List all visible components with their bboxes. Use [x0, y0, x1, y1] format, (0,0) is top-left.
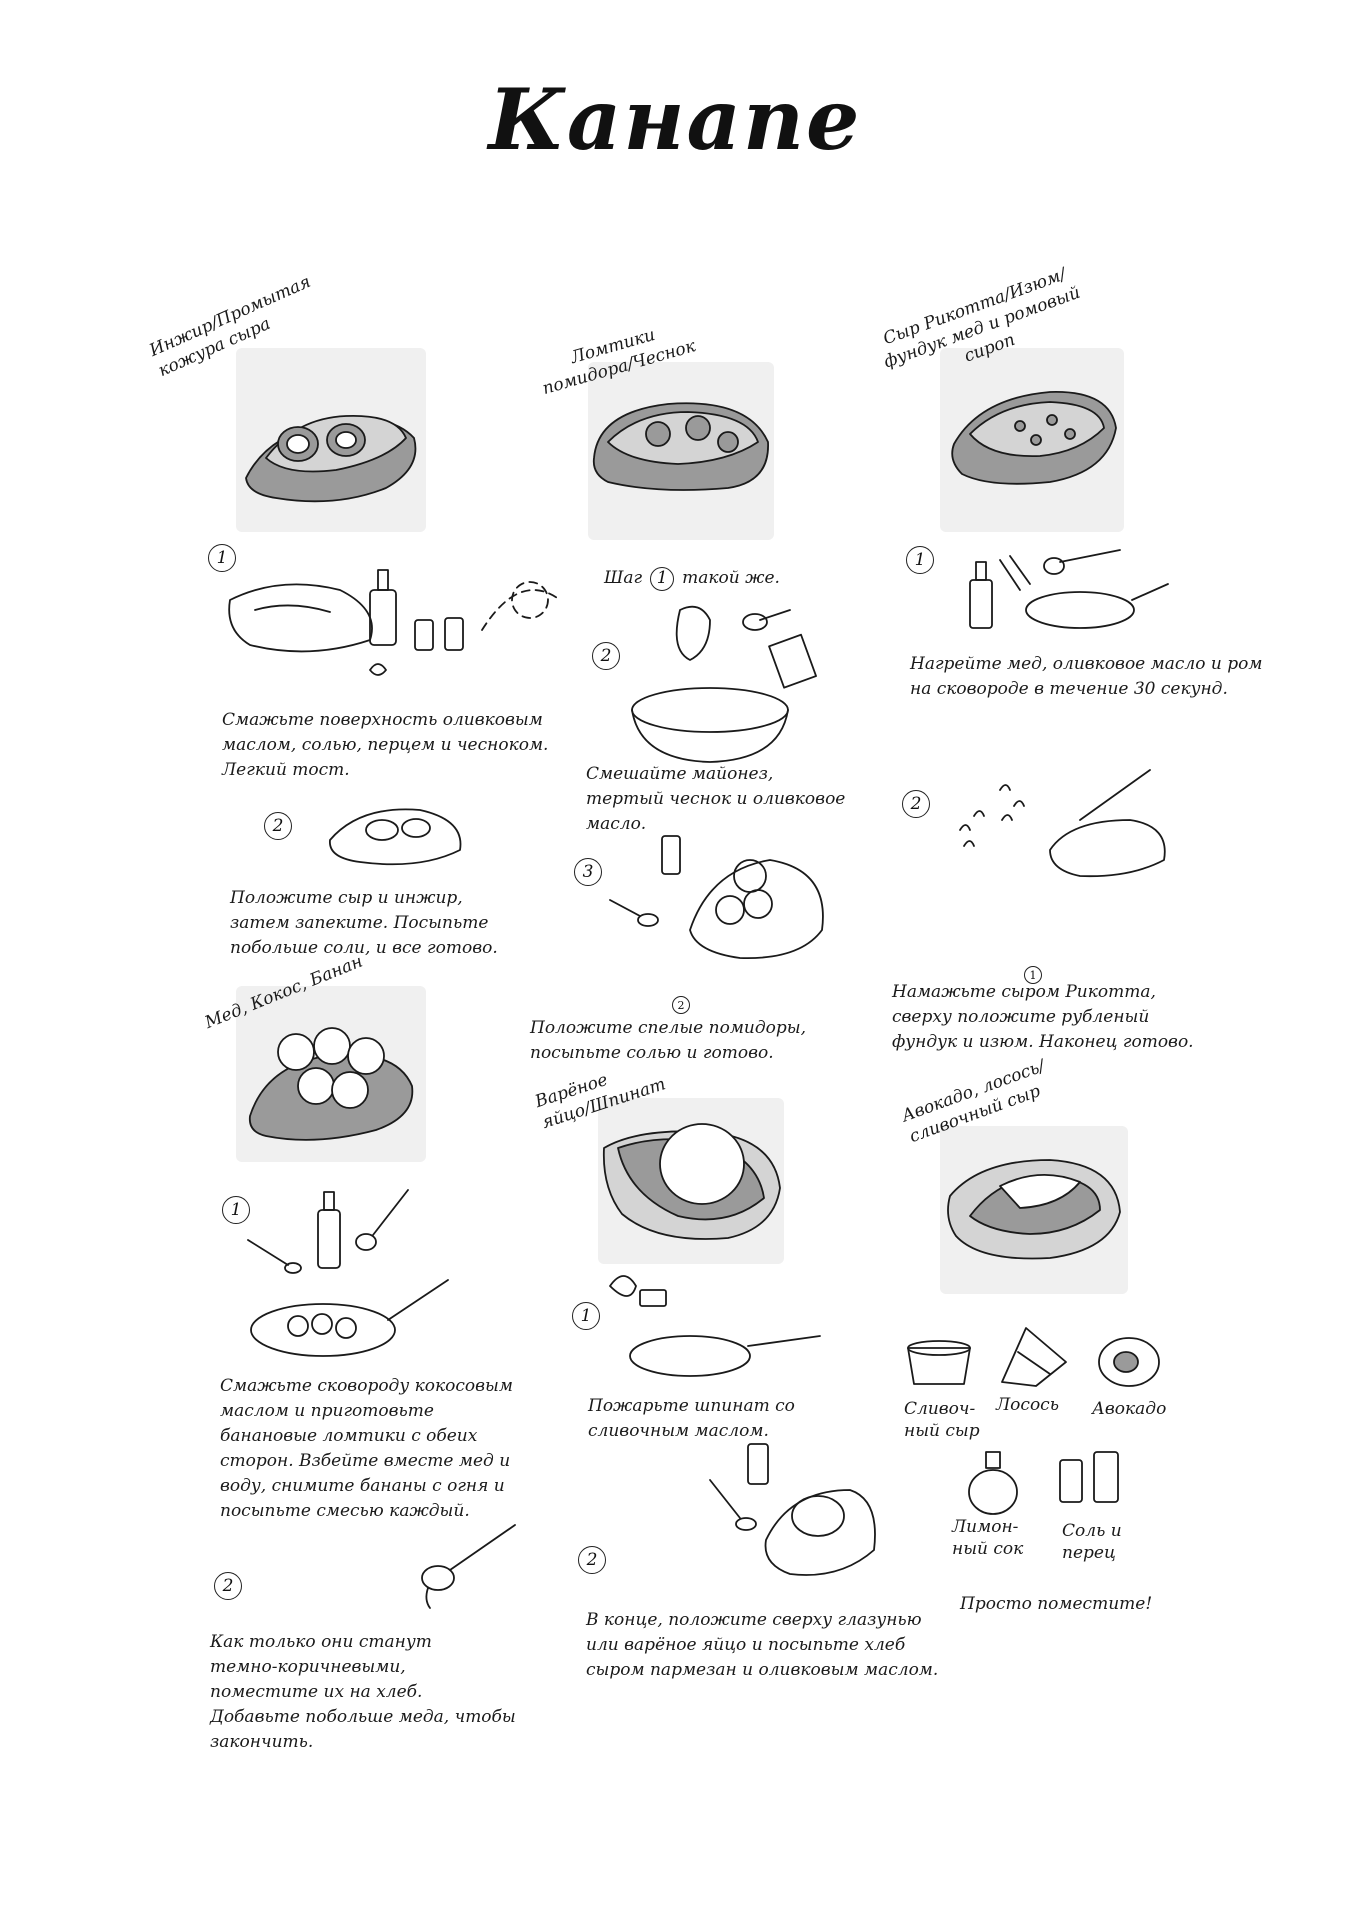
tomato-garlic-toast-illustration — [588, 362, 774, 540]
avocado-icon — [1098, 1337, 1160, 1387]
final-instruction: Просто поместите! — [960, 1594, 1153, 1614]
ingredient-label: Лосось — [996, 1395, 1059, 1415]
ingredient-label: Соль и перец — [1062, 1521, 1122, 1563]
step-number: 2 — [902, 790, 930, 818]
step-text: В конце, положите сверху глазунью или ва… — [586, 1610, 939, 1680]
step-number: 1 — [222, 1196, 250, 1224]
toast-seasoning-illustration — [228, 569, 561, 676]
mayo-bowl-illustration — [631, 605, 817, 763]
step-reference-number: 2 — [672, 996, 690, 1014]
step-prefix: Шаг — [604, 568, 643, 588]
avocado-salmon-toast-illustration — [940, 1126, 1128, 1294]
step-number: 2 — [264, 812, 292, 840]
step-text: Шаг 1 такой же. — [604, 566, 780, 591]
step-number: 1 — [906, 546, 934, 574]
honey-dipper-illustration — [421, 1524, 516, 1609]
fig-cheese-toast-illustration — [236, 348, 426, 532]
page-title: Канапе — [488, 70, 862, 169]
step-number: 2 — [578, 1546, 606, 1574]
cheese-fig-toast-illustration — [329, 808, 462, 866]
step-text: Положите спелые помидоры, посыпьте солью… — [530, 1018, 807, 1063]
ricotta-spread-illustration — [959, 769, 1166, 878]
lemon-juice-icon — [968, 1451, 1018, 1515]
ricotta-toast-illustration — [940, 348, 1124, 532]
step-text: Пожарьте шпинат со сливочным маслом. — [588, 1396, 795, 1441]
step-number: 1 — [650, 566, 675, 591]
egg-spinach-toast-illustration — [598, 1098, 784, 1264]
step-reference-number: 1 — [1024, 966, 1042, 984]
step-number: 3 — [574, 858, 602, 886]
tomato-slices-illustration — [609, 835, 824, 959]
step-number: 2 — [214, 1572, 242, 1600]
banana-pan-illustration — [247, 1189, 449, 1357]
step-number: 2 — [592, 642, 620, 670]
step-text: Смажьте поверхность оливковым маслом, со… — [222, 710, 549, 780]
step-suffix: такой же. — [682, 568, 780, 588]
step-text: Как только они станут темно-коричневыми,… — [210, 1632, 516, 1752]
salt-pepper-icon — [1059, 1451, 1119, 1503]
banana-toast-illustration — [236, 986, 426, 1162]
honey-rum-pan-illustration — [969, 549, 1169, 629]
step-number: 1 — [208, 544, 236, 572]
step-text: Смешайте майонез, тертый чеснок и оливко… — [586, 764, 846, 834]
cream-cheese-icon — [907, 1340, 971, 1385]
step-number: 1 — [572, 1302, 600, 1330]
step-text: Смажьте сковороду кокосовым маслом и при… — [220, 1376, 513, 1521]
step-text: Намажьте сыром Рикотта, сверху положите … — [892, 982, 1194, 1052]
ingredient-label: Авокадо — [1092, 1399, 1167, 1419]
ingredient-label: Сливоч- ный сыр — [904, 1399, 980, 1441]
egg-toast-finish-illustration — [709, 1443, 876, 1576]
salmon-icon — [1001, 1327, 1067, 1387]
ingredient-label: Лимон- ный сок — [952, 1517, 1024, 1559]
step-text: Нагрейте мед, оливковое масло и ром на с… — [910, 654, 1263, 699]
spinach-pan-illustration — [609, 1275, 821, 1377]
step-text: Положите сыр и инжир, затем запеките. По… — [230, 888, 498, 958]
